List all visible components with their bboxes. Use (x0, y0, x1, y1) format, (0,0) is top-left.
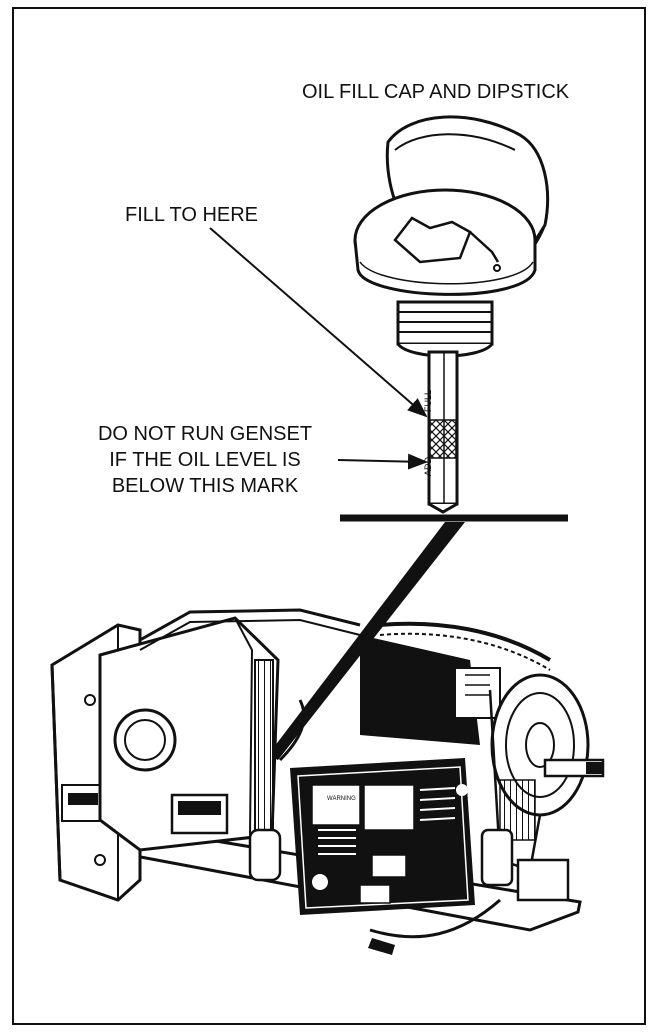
genset-icon (52, 610, 603, 955)
add-mark-text: ADD (423, 456, 433, 476)
full-mark-text: FULL (423, 390, 433, 412)
dipstick-cap-icon (355, 117, 548, 512)
add-mark-arrow (338, 460, 426, 462)
panel-warning-text: WARNING (327, 796, 356, 802)
